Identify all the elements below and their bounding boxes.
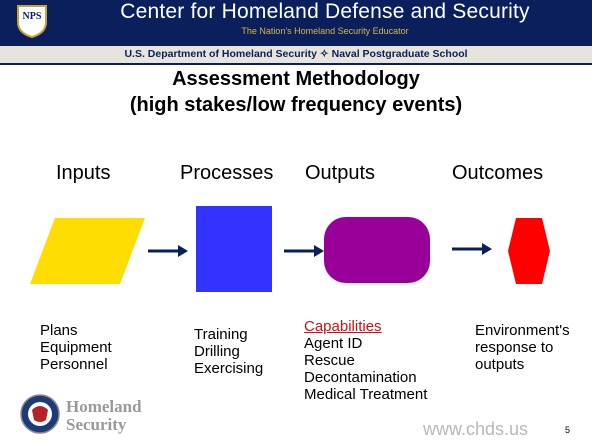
affiliation-bar: U.S. Department of Homeland Security ✧ N… bbox=[0, 46, 592, 65]
outcomes-hexagon-shape bbox=[508, 218, 550, 284]
inputs-parallelogram-shape bbox=[30, 218, 145, 284]
logo-homeland-text: Homeland bbox=[66, 397, 142, 416]
nps-shield-logo: NPS bbox=[17, 5, 47, 38]
outcomes-list: Environment's response to outputs bbox=[475, 322, 570, 373]
website-url[interactable]: www.chds.us bbox=[423, 419, 529, 439]
header-subtitle: The Nation's Homeland Security Educator bbox=[241, 26, 409, 36]
stage-label-inputs: Inputs bbox=[56, 162, 111, 184]
header-title: Center for Homeland Defense and Security bbox=[120, 0, 530, 23]
nps-logo-text: NPS bbox=[23, 11, 42, 22]
inputs-parallelogram bbox=[30, 218, 145, 284]
list-item: outputs bbox=[475, 356, 525, 373]
stage-label-outputs: Outputs bbox=[305, 162, 376, 184]
slide-title-line2: (high stakes/low frequency events) bbox=[129, 94, 463, 116]
affiliation-text: U.S. Department of Homeland Security ✧ N… bbox=[124, 48, 468, 60]
inputs-list: Plans Equipment Personnel bbox=[40, 322, 112, 373]
processes-rectangle-shape bbox=[196, 206, 272, 292]
stage-label-outcomes: Outcomes bbox=[452, 162, 544, 184]
list-item: Equipment bbox=[40, 339, 112, 356]
list-item: Environment's bbox=[475, 322, 570, 339]
slide-title: Assessment Methodology (high stakes/low … bbox=[0, 66, 592, 118]
list-item: Training bbox=[194, 326, 248, 343]
list-item: Personnel bbox=[40, 356, 108, 373]
list-item: Decontamination bbox=[304, 369, 417, 386]
list-item: Rescue bbox=[304, 352, 355, 369]
list-item: Exercising bbox=[194, 360, 264, 377]
outputs-rounded-rectangle bbox=[324, 217, 430, 283]
homeland-security-logo: Homeland Security bbox=[20, 394, 142, 434]
slide-title-line1: Assessment Methodology bbox=[172, 68, 420, 90]
list-item: Plans bbox=[40, 322, 78, 339]
list-item: Drilling bbox=[194, 343, 240, 360]
stage-label-processes: Processes bbox=[180, 162, 274, 184]
outputs-rounded-rectangle-shape bbox=[324, 217, 430, 283]
processes-list: Training Drilling Exercising bbox=[194, 326, 263, 377]
outputs-list: Capabilities Agent ID Rescue Decontamina… bbox=[304, 318, 427, 403]
arrow-inputs-to-processes bbox=[148, 245, 188, 257]
list-item: response to bbox=[475, 339, 554, 356]
capabilities-link[interactable]: Capabilities bbox=[304, 318, 382, 335]
outcomes-hexagon bbox=[508, 218, 550, 284]
list-item: Medical Treatment bbox=[304, 386, 428, 403]
processes-rectangle bbox=[196, 206, 272, 292]
header-bar: NPS Center for Homeland Defense and Secu… bbox=[0, 0, 592, 46]
arrow-processes-to-outputs bbox=[284, 245, 324, 257]
page-number: 5 bbox=[565, 425, 571, 435]
arrow-outputs-to-outcomes bbox=[452, 243, 492, 255]
logo-security-text: Security bbox=[66, 415, 127, 434]
list-item: Agent ID bbox=[304, 335, 363, 352]
